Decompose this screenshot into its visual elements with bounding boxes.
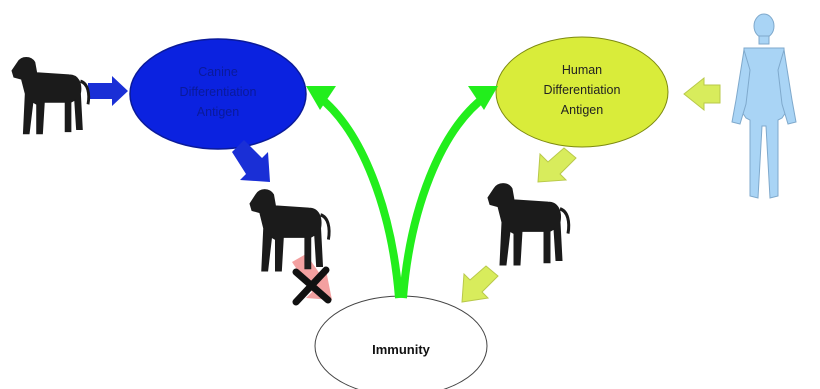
antigen-to-dog-arrow <box>537 147 577 183</box>
human-figure-icon <box>731 13 797 199</box>
canine-to-dog-arrow <box>232 140 270 182</box>
human-label-line2: Differentiation <box>544 83 621 97</box>
immunity-label: Immunity <box>372 342 431 357</box>
canine-label-line2: Differentiation <box>180 85 257 99</box>
dog-to-immunity-blocked-arrow <box>292 254 332 300</box>
dog-icon-canine-vaccinated <box>248 187 331 273</box>
dog-to-immunity-arrow <box>461 265 499 303</box>
immunity-to-human-arrowhead <box>468 86 498 110</box>
green-arrows <box>306 86 498 299</box>
immunity-to-canine-arrow <box>315 92 403 299</box>
blocked-arrow <box>292 254 332 306</box>
human-antigen-node: Human Differentiation Antigen <box>495 36 669 148</box>
canine-label-line1: Canine <box>198 65 238 79</box>
canine-label-line3: Antigen <box>197 105 239 119</box>
immunity-to-human-arrow <box>399 92 489 299</box>
human-label-line3: Antigen <box>561 103 603 117</box>
dog-icon-left <box>10 56 91 136</box>
human-label-line1: Human <box>562 63 602 77</box>
canine-antigen-node: Canine Differentiation Antigen <box>129 38 307 150</box>
dog-to-canine-arrow <box>88 76 128 106</box>
immunity-node: Immunity <box>314 295 488 389</box>
human-to-antigen-arrow <box>683 76 721 112</box>
blocked-cross-icon <box>292 266 332 306</box>
immunity-to-canine-arrowhead <box>306 86 336 110</box>
dog-icon-human-vaccinated <box>486 181 571 267</box>
